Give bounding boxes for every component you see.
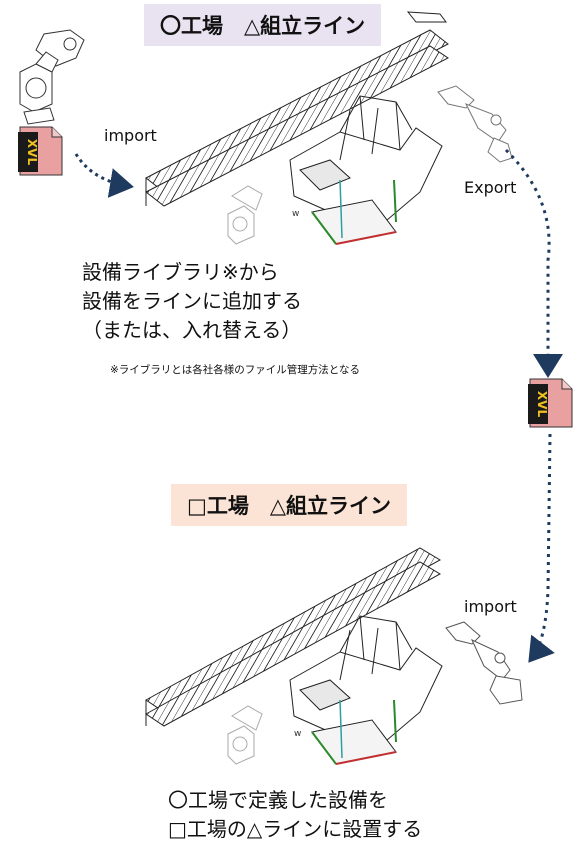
- top-description-line: （または、入れ替える）: [82, 318, 302, 342]
- library-robot-top-left: [19, 29, 85, 125]
- export-label: Export: [464, 178, 517, 197]
- footnote: ※ライブラリとは各社各様のファイル管理方法となる: [110, 364, 360, 376]
- bottom-description: 〇工場で定義した設備を □工場の△ラインに設置する: [168, 786, 422, 844]
- ghost-robot-top: [227, 185, 263, 245]
- export-arrow: [504, 148, 563, 378]
- assembly-line-top: w: [145, 11, 449, 245]
- xvl-file-icon-top: XVL: [18, 126, 63, 176]
- svg-text:XVL: XVL: [25, 139, 39, 166]
- import-arrow-top: [74, 153, 134, 198]
- top-line-title: 〇工場 △組立ライン: [144, 4, 382, 46]
- ghost-robot-bottom: [227, 705, 263, 765]
- svg-text:w: w: [292, 209, 299, 219]
- import-label-bottom: import: [464, 597, 517, 616]
- assembly-line-bottom: w: [145, 547, 443, 765]
- bottom-line-title: □工場 △組立ライン: [171, 484, 407, 526]
- top-description-line: 設備をラインに追加する: [82, 289, 302, 313]
- import-label-top: import: [104, 126, 157, 145]
- bottom-description-line: □工場の△ラインに設置する: [168, 817, 423, 841]
- top-description: 設備ライブラリ※から 設備をラインに追加する （または、入れ替える）: [82, 258, 302, 345]
- import-arrow-bottom: [528, 433, 555, 663]
- top-description-line: 設備ライブラリ※から: [82, 260, 279, 284]
- svg-text:w: w: [294, 729, 301, 739]
- xvl-file-icon-right: XVL: [528, 378, 573, 428]
- bottom-description-line: 〇工場で定義した設備を: [168, 788, 388, 812]
- imported-robot-bottom-right: [445, 621, 523, 705]
- export-robot-top-right: [437, 85, 513, 163]
- svg-text:XVL: XVL: [535, 391, 549, 418]
